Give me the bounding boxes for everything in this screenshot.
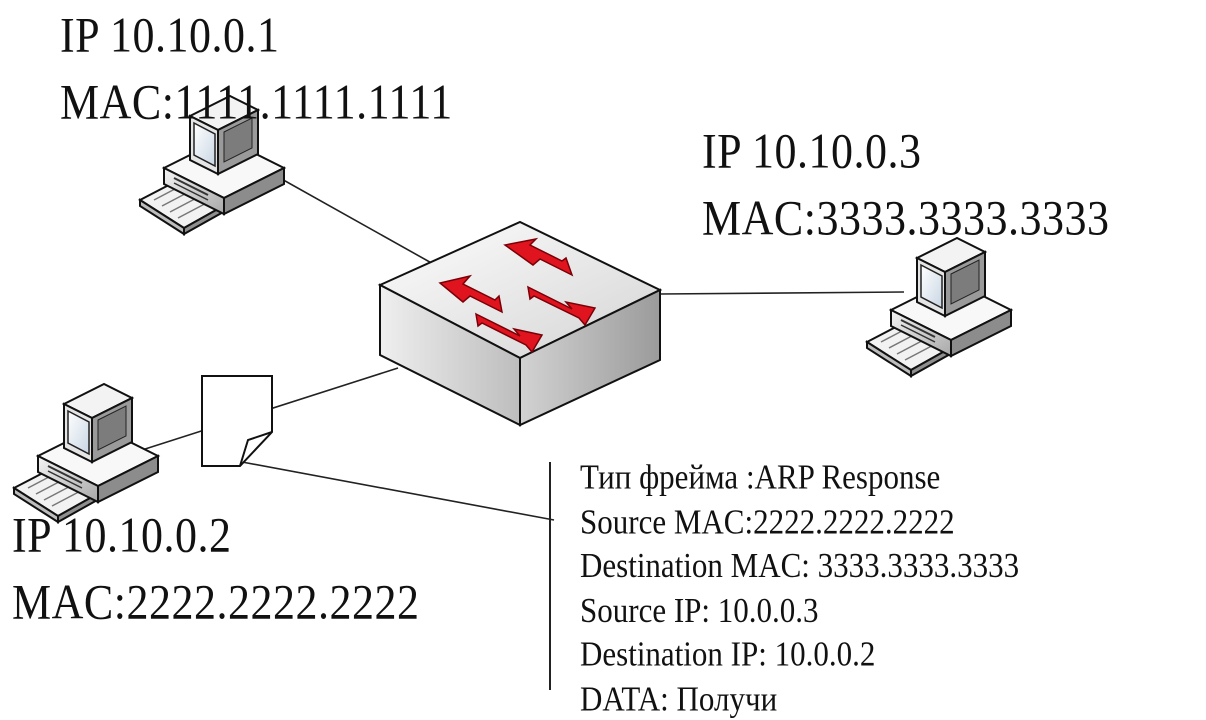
host-h2-mac: MAC:2222.2222.2222 [12, 574, 420, 630]
switch-icon [377, 220, 663, 427]
frame-destination-ip: Destination IP: 10.0.0.2 [580, 634, 876, 674]
host-h3-mac: MAC:3333.3333.3333 [702, 190, 1110, 246]
host-h1-mac: MAC:1111.1111.1111 [60, 74, 453, 130]
frame-data: DATA: Получи [580, 678, 778, 718]
link-h1-switch [261, 167, 445, 271]
host-h1-ip: IP 10.10.0.1 [60, 7, 280, 63]
frame-document-icon [201, 375, 273, 467]
frame-source-mac: Source MAC:2222.2222.2222 [580, 501, 955, 541]
frame-type: Тип фрейма :ARP Response [580, 457, 941, 497]
computer-icon-h3 [866, 237, 1012, 377]
host-label-h2: IP 10.10.0.2 MAC:2222.2222.2222 [12, 502, 419, 636]
switch-arrows-icon [438, 237, 597, 354]
frame-destination-mac: Destination MAC: 3333.3333.3333 [580, 545, 1020, 585]
frame-callout-line [241, 461, 555, 521]
frame-source-ip: Source IP: 10.0.0.3 [580, 589, 819, 630]
host-h3-ip: IP 10.10.0.3 [702, 123, 922, 179]
host-label-h3: IP 10.10.0.3 MAC:3333.3333.3333 [702, 118, 1109, 252]
host-label-h1: IP 10.10.0.1 MAC:1111.1111.1111 [60, 2, 453, 136]
host-h2-ip: IP 10.10.0.2 [12, 507, 232, 563]
link-switch-h3 [659, 291, 905, 295]
frame-info: Тип фрейма :ARP Response Source MAC:2222… [580, 455, 1019, 720]
